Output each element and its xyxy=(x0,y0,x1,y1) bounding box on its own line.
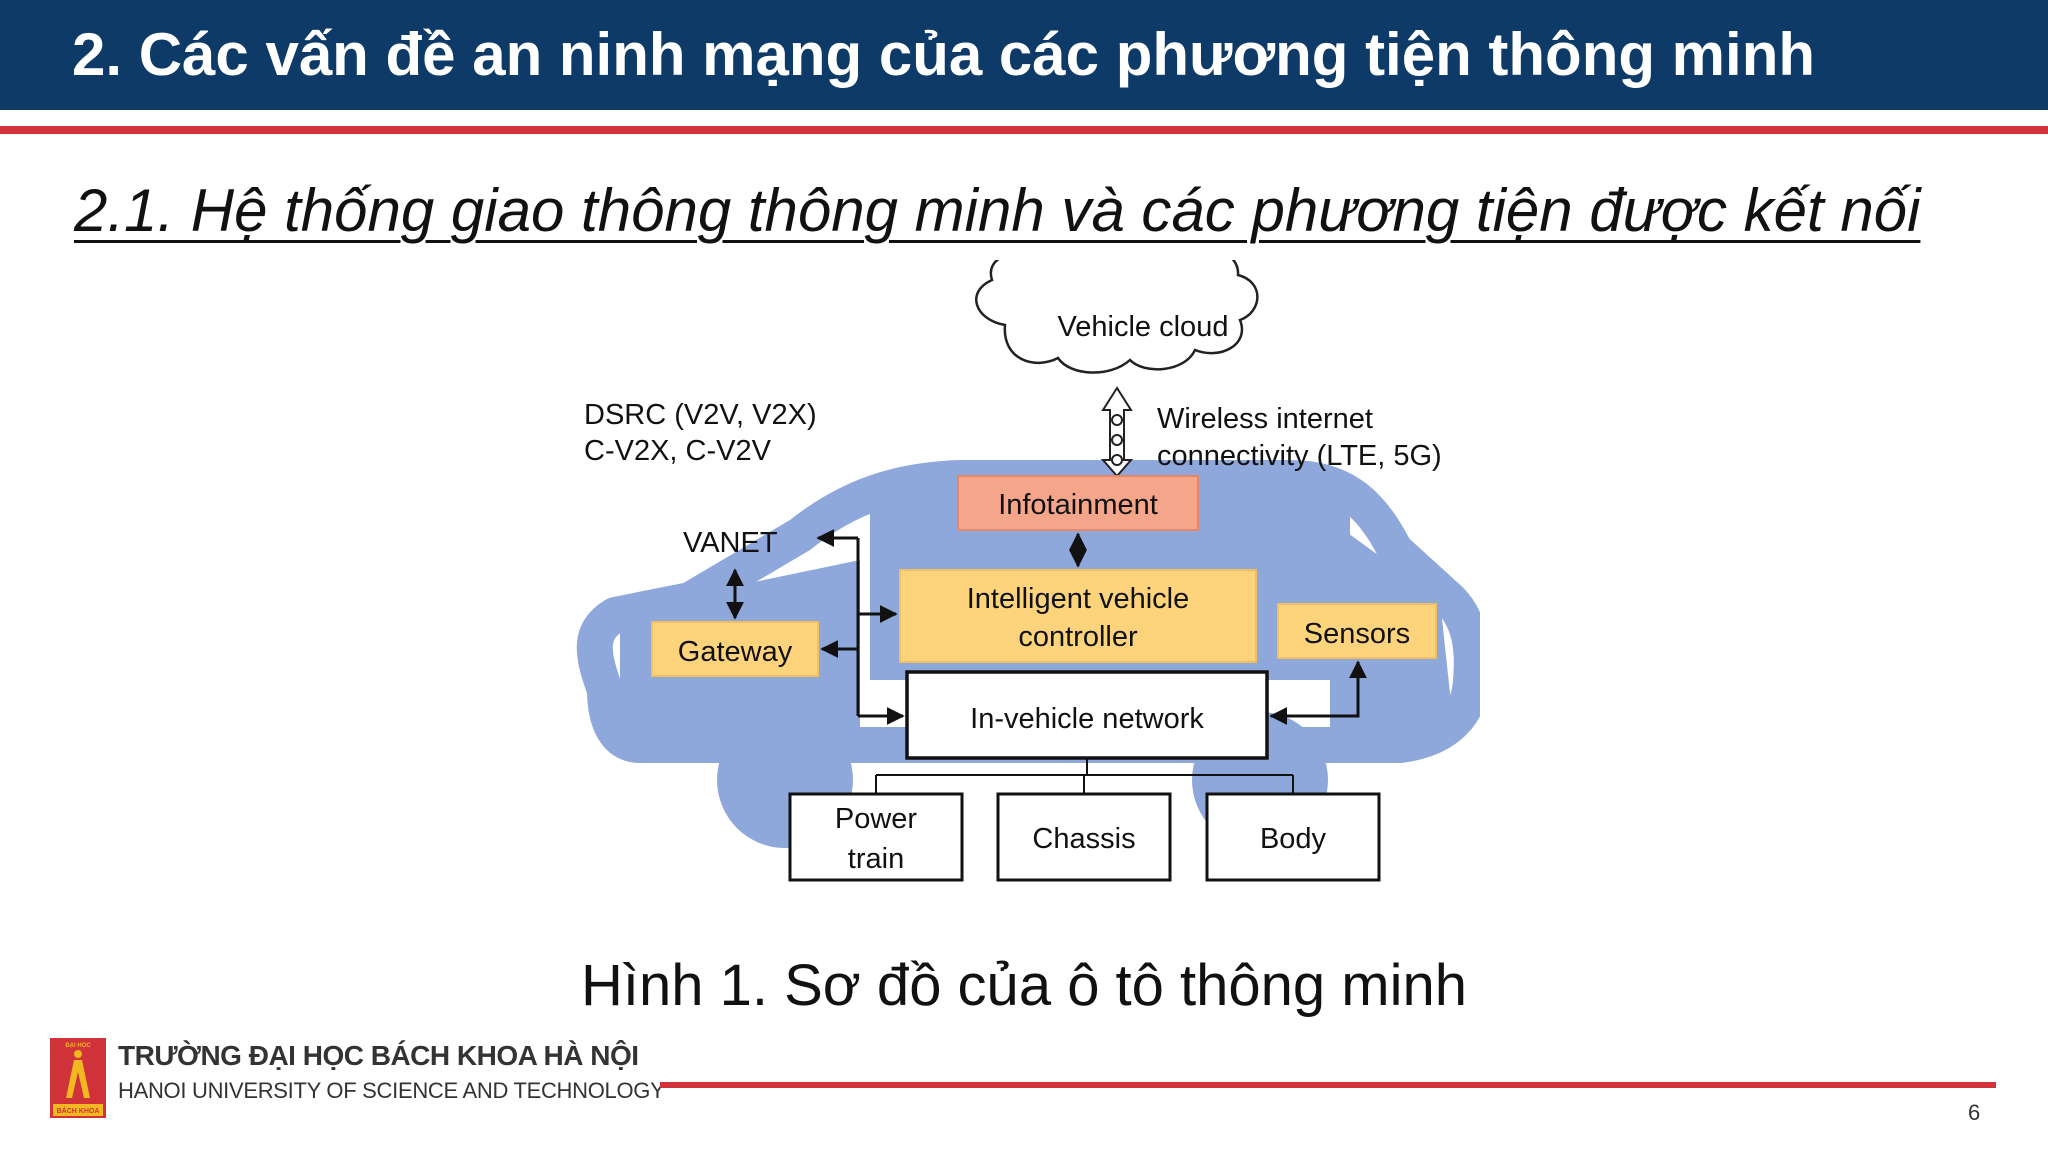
university-name-vietnamese: TRƯỜNG ĐẠI HỌC BÁCH KHOA HÀ NỘI xyxy=(118,1040,639,1071)
gateway-label: Gateway xyxy=(678,636,793,668)
figure-caption: Hình 1. Sơ đồ của ô tô thông minh xyxy=(580,953,1468,1018)
sensors-box: Sensors xyxy=(1277,603,1437,659)
section-heading: 2.1. Hệ thống giao thông thông minh và c… xyxy=(74,177,1921,244)
wireless-label-line1: Wireless internet xyxy=(1157,403,1373,435)
gateway-box: Gateway xyxy=(651,621,819,677)
footer-divider xyxy=(660,1082,1996,1088)
wireless-label-line2: connectivity (LTE, 5G) xyxy=(1157,440,1442,472)
university-name-english: HANOI UNIVERSITY OF SCIENCE AND TECHNOLO… xyxy=(118,1078,665,1103)
body-label: Body xyxy=(1260,823,1327,855)
infotainment-box: Infotainment xyxy=(957,475,1199,531)
sensors-label: Sensors xyxy=(1304,618,1410,650)
connectors xyxy=(726,529,1367,794)
header-bar: 2. Các vấn đề an ninh mạng của các phươn… xyxy=(0,0,2048,110)
body-box: Body xyxy=(1205,792,1381,882)
vehicle-cloud: Vehicle cloud xyxy=(975,260,1259,374)
chassis-label: Chassis xyxy=(1032,823,1135,855)
cloud-label: Vehicle cloud xyxy=(1058,311,1229,343)
university-logo: ĐẠI HỌC BÁCH KHOA xyxy=(50,1038,106,1118)
controller-label-line1: Intelligent vehicle xyxy=(967,583,1189,615)
power-train-label-line1: Power xyxy=(835,803,918,835)
infotainment-label: Infotainment xyxy=(998,489,1158,521)
network-box: In-vehicle network xyxy=(905,670,1269,760)
page-number: 6 xyxy=(1968,1100,1981,1125)
power-train-label-line2: train xyxy=(848,843,904,875)
logo-text-bottom: BÁCH KHOA xyxy=(57,1106,100,1115)
power-train-box: Power train xyxy=(788,792,964,882)
controller-box: Intelligent vehicle controller xyxy=(899,569,1257,663)
controller-label-line2: controller xyxy=(1018,621,1138,653)
dsrc-label-line1: DSRC (V2V, V2X) xyxy=(584,399,817,431)
cloud-infotainment-arrow xyxy=(1100,386,1134,478)
smart-car-diagram: Vehicle cloud DSRC (V2V, V2X) C-V2X, C-V… xyxy=(576,260,1480,882)
network-label: In-vehicle network xyxy=(970,703,1204,735)
dsrc-label-line2: C-V2X, C-V2V xyxy=(584,435,772,467)
slide-title: 2. Các vấn đề an ninh mạng của các phươn… xyxy=(72,21,1815,88)
chassis-box: Chassis xyxy=(996,792,1172,882)
vanet-label: VANET xyxy=(683,527,778,559)
header-divider xyxy=(0,126,2048,134)
logo-text-top: ĐẠI HỌC xyxy=(65,1043,91,1049)
